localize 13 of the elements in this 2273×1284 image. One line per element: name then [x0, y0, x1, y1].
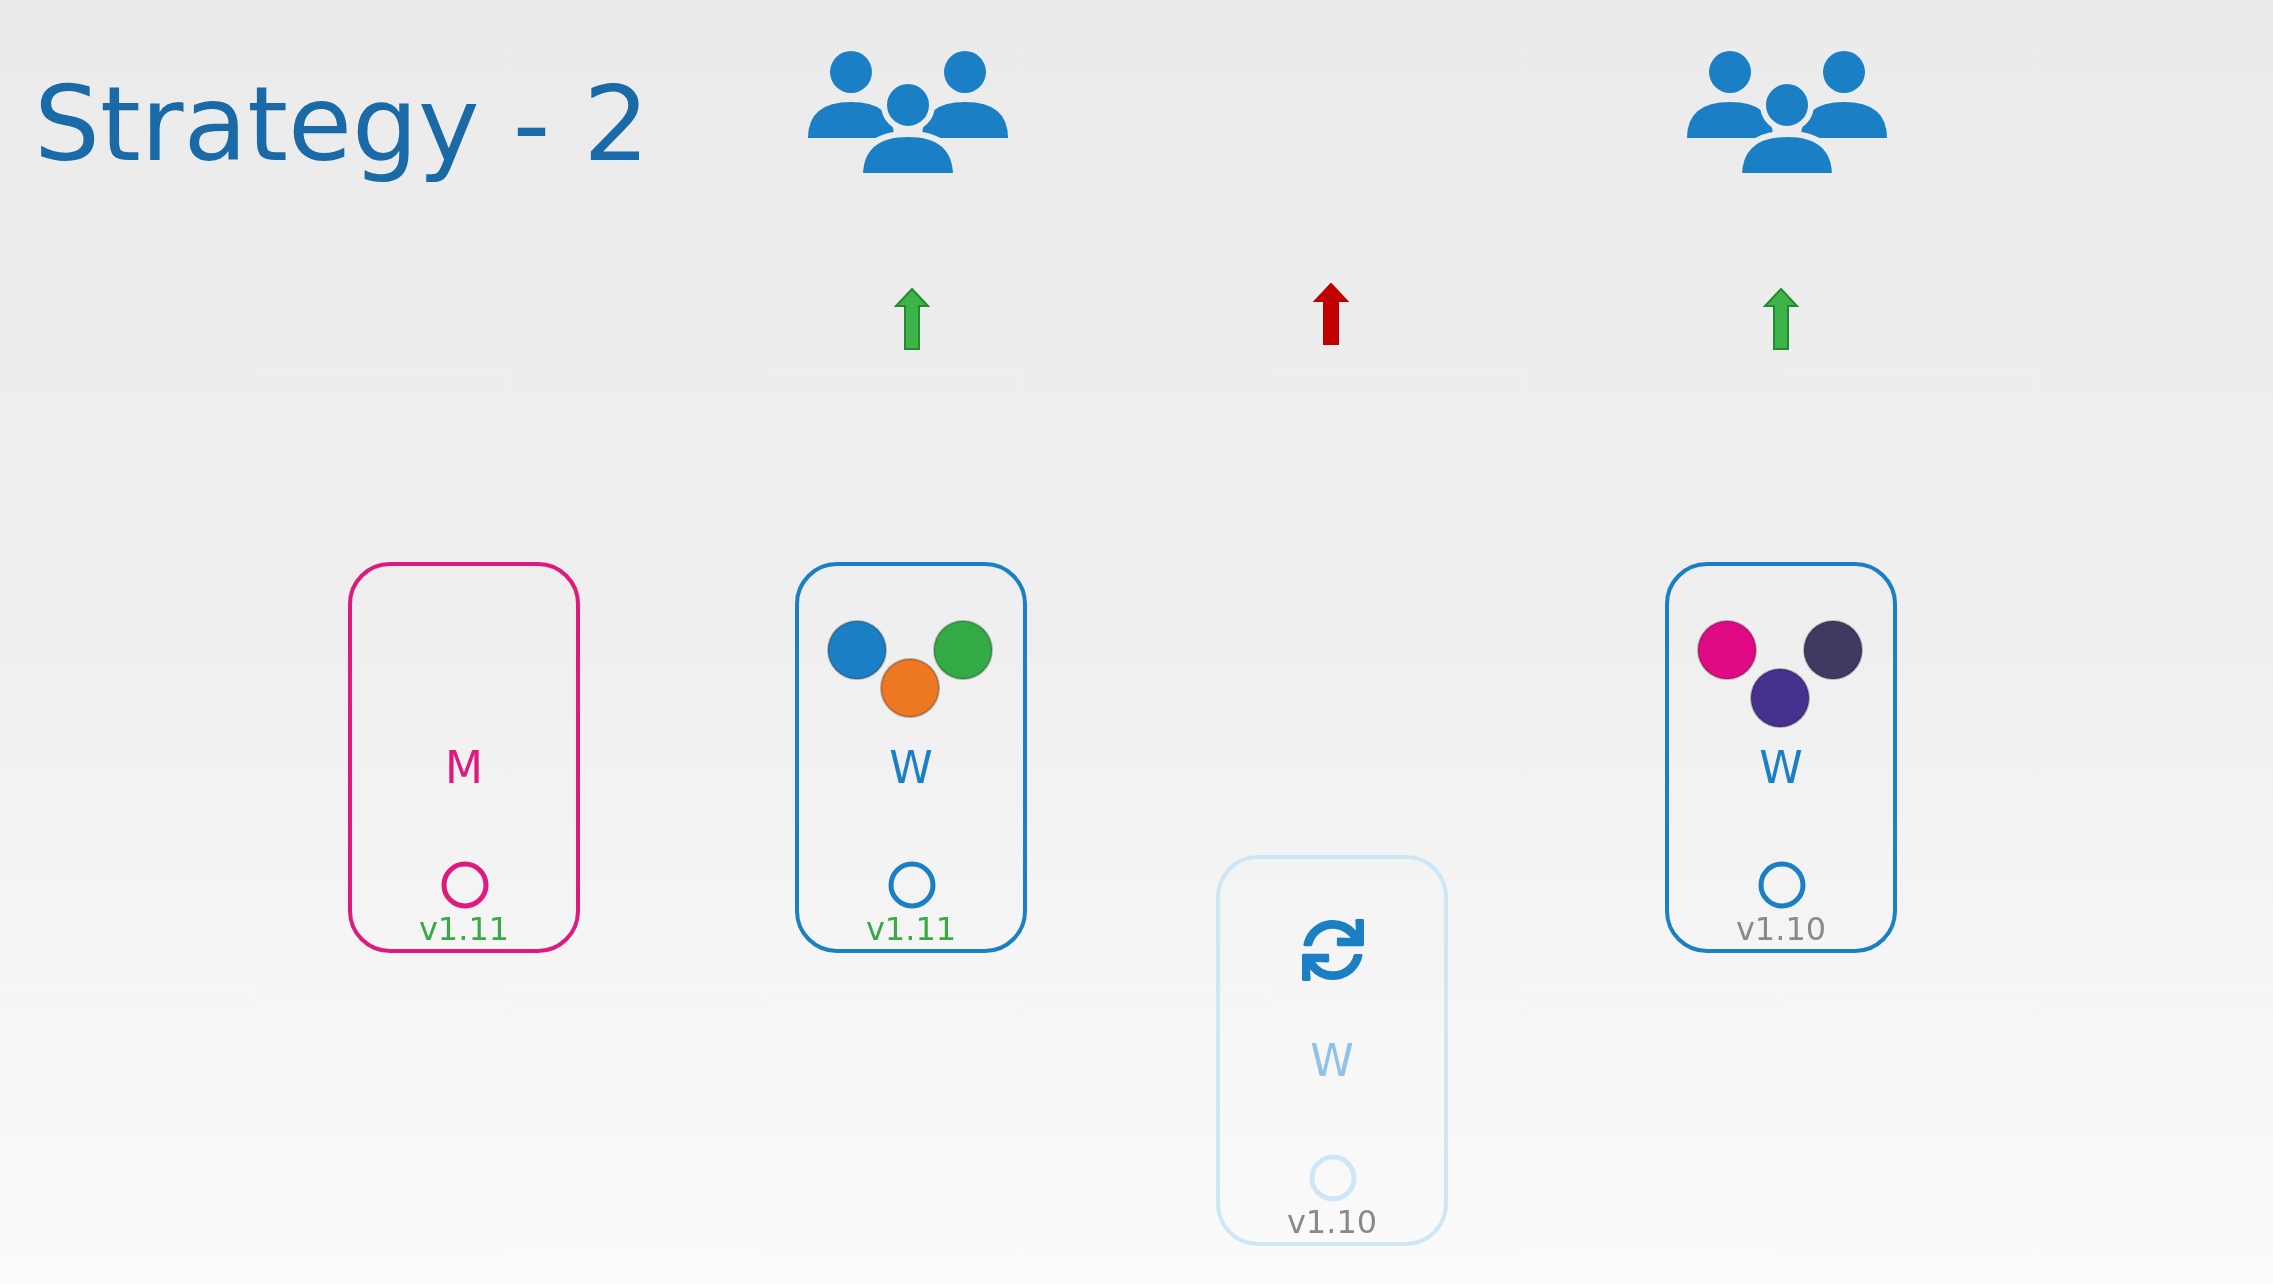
- version-label: v1.10: [1285, 1204, 1379, 1240]
- node-letter: W: [1309, 1039, 1355, 1083]
- node-letter: W: [888, 746, 934, 790]
- version-label: v1.10: [1734, 911, 1828, 947]
- node-box: [348, 562, 580, 953]
- version-label: v1.11: [417, 911, 511, 947]
- node-box: [795, 562, 1027, 953]
- title: Strategy - 2: [34, 62, 650, 187]
- node-box: [1216, 855, 1448, 1246]
- version-label: v1.11: [864, 911, 958, 947]
- node-letter: W: [1758, 746, 1804, 790]
- node-letter: M: [444, 746, 484, 790]
- node-box: [1665, 562, 1897, 953]
